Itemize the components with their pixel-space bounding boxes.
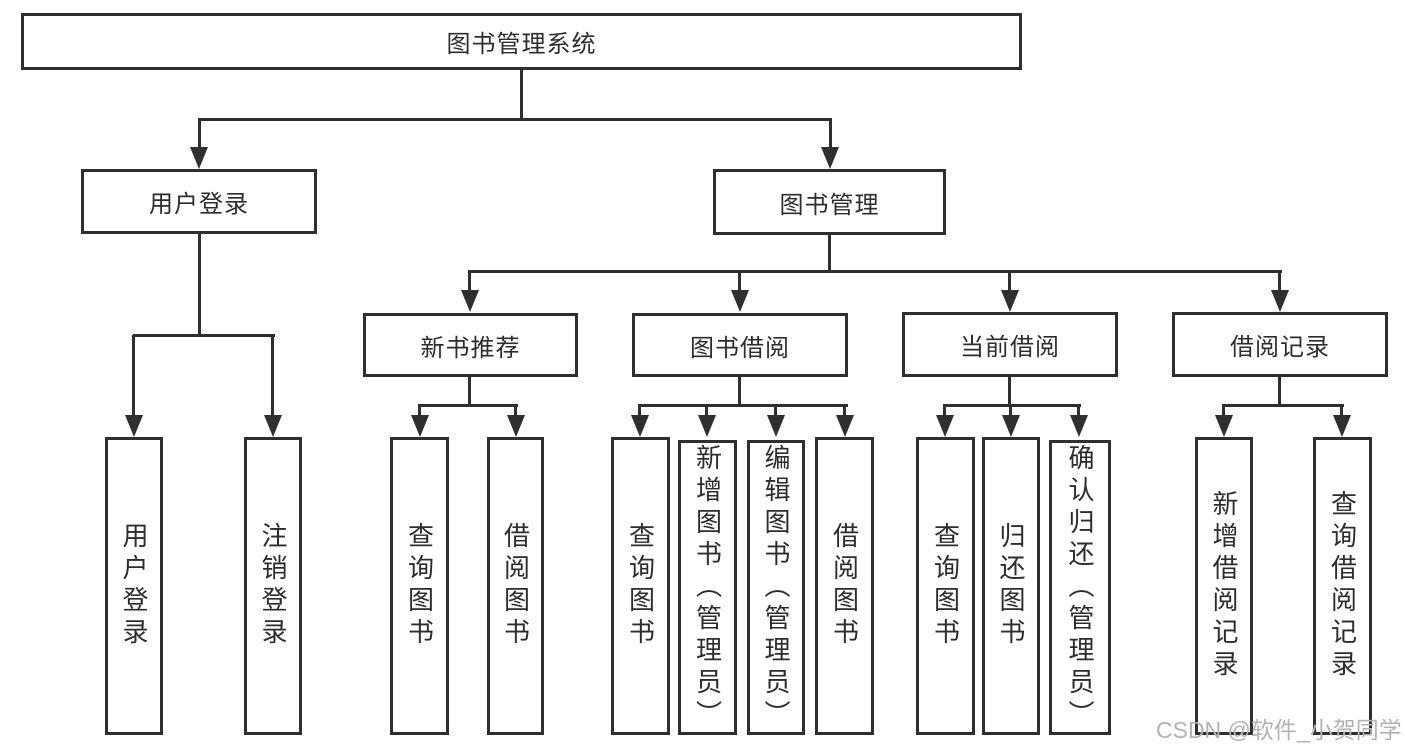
leaf-logout-label: 注销登录 [258,522,288,650]
arrow-leaf-logout-icon [264,415,282,437]
connector-bor-query-shaft [638,405,641,418]
node-user-login: 用户登录 [81,169,317,234]
connector-login-stem [198,233,201,336]
connector-newbook-shaft [468,271,471,294]
connector-newbook-stem [468,376,471,406]
leaf-query-books-current-label: 查询图书 [930,522,961,650]
connector-records-branch [1222,404,1344,407]
leaf-logout: 注销登录 [244,437,302,735]
connector-recadd-shaft [1222,405,1225,418]
connector-cur-confirm-shaft [1077,405,1080,418]
connector-mgmt-branch [468,270,1282,273]
connector-root-stem [520,69,523,120]
leaf-query-borrow-record: 查询借阅记录 [1313,437,1372,735]
leaf-return-books-label: 归还图书 [996,522,1026,650]
leaf-add-borrow-record-label: 新增借阅记录 [1209,490,1239,682]
connector-records-stem [1278,376,1281,406]
arrow-recquery-icon [1333,415,1351,437]
leaf-user-login-label: 用户登录 [119,522,149,650]
connector-login-branch [133,334,275,337]
leaf-confirm-return-admin: 确认归还（管理员） [1049,440,1111,735]
arrow-borrowing-icon [731,290,749,312]
arrow-user-login-icon [190,147,208,169]
arrow-leaf-login-icon [125,415,143,437]
arrow-rec-query-icon [411,415,429,437]
leaf-borrow-books-borrowing: 借阅图书 [815,437,874,735]
csdn-watermark: CSDN @软件_小贺同学 [1156,717,1402,743]
node-library-system: 图书管理系统 [21,13,1022,70]
connector-rec-borrow-shaft [514,405,517,418]
connector-borrowing-branch [638,404,848,407]
connector-mgmt-stem [828,234,831,272]
connector-cur-return-shaft [1009,405,1012,418]
connector-rec-query-shaft [418,405,421,418]
node-borrowing-records: 借阅记录 [1172,312,1388,377]
node-library-system-label: 图书管理系统 [446,31,597,58]
connector-leaf-login-shaft [132,335,135,418]
node-borrowing-records-label: 借阅记录 [1230,334,1330,361]
leaf-user-login: 用户登录 [105,437,163,735]
arrow-cur-confirm-icon [1070,415,1088,437]
leaf-add-books-admin: 新增图书（管理员） [678,440,737,735]
leaf-borrow-books-recommend-label: 借阅图书 [500,522,531,650]
node-book-borrowing: 图书借阅 [632,313,848,377]
connector-borrowing-shaft [738,271,741,294]
connector-borrowing-stem [738,376,741,406]
leaf-add-borrow-record: 新增借阅记录 [1195,437,1253,735]
node-book-management: 图书管理 [713,169,946,235]
arrow-current-icon [1001,290,1019,312]
arrow-bor-edit-icon [767,415,785,437]
arrow-bor-add-icon [698,415,716,437]
connector-leaf-logout-shaft [271,335,274,418]
connector-book-mgmt-shaft [829,119,832,151]
arrow-bor-query-icon [631,415,649,437]
connector-records-shaft [1278,271,1281,294]
node-book-borrowing-label: 图书借阅 [690,334,790,362]
leaf-query-books-current: 查询图书 [916,437,975,735]
arrow-records-icon [1271,290,1289,312]
leaf-return-books: 归还图书 [982,437,1040,735]
connector-bor-borrow-shaft [843,405,846,418]
connector-current-shaft [1008,271,1011,294]
leaf-query-books-recommend: 查询图书 [390,437,449,735]
node-current-borrowing-label: 当前借阅 [960,334,1060,361]
connector-bor-edit-shaft [774,405,777,418]
connector-current-stem [1008,377,1011,406]
arrow-book-mgmt-icon [821,147,839,169]
connector-recquery-shaft [1340,405,1343,418]
arrow-bor-borrow-icon [836,415,854,437]
leaf-borrow-books-borrowing-label: 借阅图书 [829,522,860,650]
arrow-rec-borrow-icon [507,415,525,437]
connector-newbook-branch [418,404,518,407]
arrow-recadd-icon [1215,415,1233,437]
leaf-query-books-recommend-label: 查询图书 [404,522,435,650]
connector-bor-add-shaft [705,405,708,418]
leaf-borrow-books-recommend: 借阅图书 [487,437,544,735]
leaf-confirm-return-admin-label: 确认归还（管理员） [1065,443,1095,732]
node-user-login-label: 用户登录 [149,191,249,218]
node-current-borrowing: 当前借阅 [902,312,1118,377]
leaf-edit-books-admin-label: 编辑图书（管理员） [761,443,791,732]
connector-user-login-shaft [198,119,201,151]
node-new-book-recommend: 新书推荐 [363,313,578,377]
node-new-book-recommend-label: 新书推荐 [420,334,521,362]
leaf-add-books-admin-label: 新增图书（管理员） [692,443,723,732]
leaf-edit-books-admin: 编辑图书（管理员） [747,440,805,735]
leaf-query-books-borrowing: 查询图书 [611,437,670,735]
arrow-cur-return-icon [1002,415,1020,437]
leaf-query-books-borrowing-label: 查询图书 [625,522,656,650]
connector-current-branch [943,404,1081,407]
connector-cur-query-shaft [943,405,946,418]
leaf-query-borrow-record-label: 查询借阅记录 [1327,490,1358,682]
node-book-management-label: 图书管理 [779,191,880,219]
arrow-newbook-icon [461,290,479,312]
connector-root-branch [198,118,832,121]
arrow-cur-query-icon [936,415,954,437]
